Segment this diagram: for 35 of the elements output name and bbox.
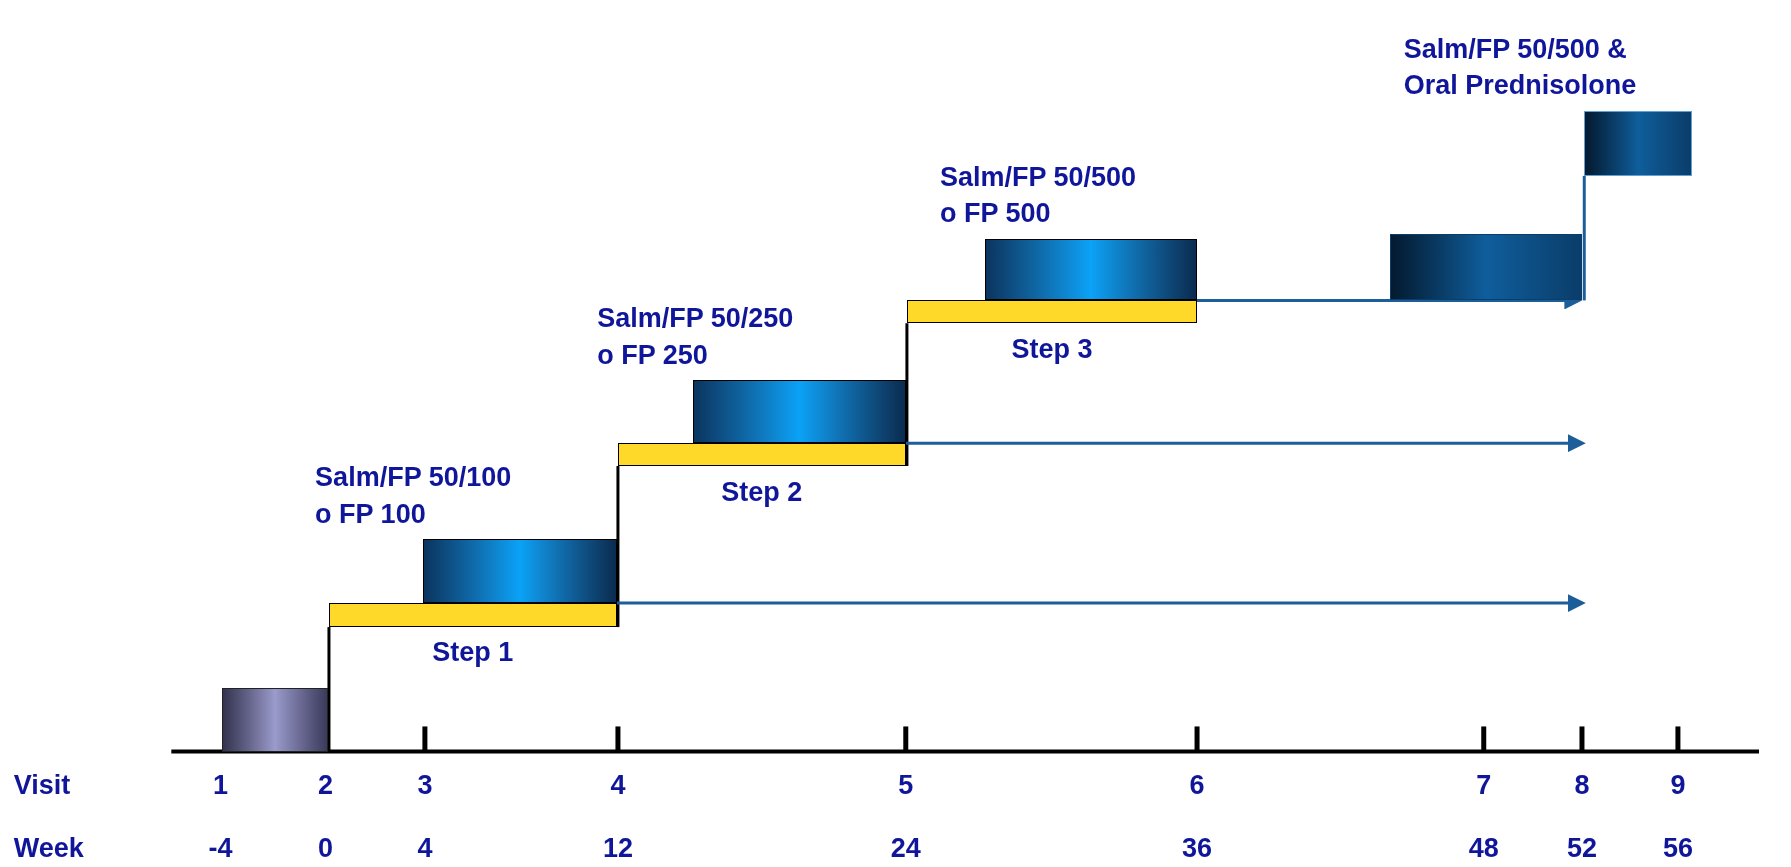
week-number: 0 <box>318 834 334 862</box>
week-number: 52 <box>1566 834 1597 862</box>
row-label: Visit <box>13 771 71 799</box>
visit-number: 6 <box>1189 771 1205 799</box>
treatment-label: Salm/FP 50/500 o FP 500 <box>939 160 1138 231</box>
row-label: Week <box>13 834 84 862</box>
run-in-block <box>221 687 328 752</box>
arrow <box>616 594 1586 613</box>
connector-line <box>616 466 620 628</box>
connector-line <box>327 627 331 752</box>
week-number: 56 <box>1662 834 1693 862</box>
treatment-label: Salm/FP 50/500 & Oral Prednisolone <box>1403 32 1638 103</box>
week-number: -4 <box>208 834 233 862</box>
visit-number: 9 <box>1670 771 1686 799</box>
treatment-label: Salm/FP 50/250 o FP 250 <box>597 302 795 372</box>
week-number: 4 <box>417 834 433 862</box>
week-number: 36 <box>1182 834 1213 862</box>
arrow <box>905 434 1586 453</box>
step-label: Step 3 <box>1010 333 1094 367</box>
connector-line <box>1582 175 1586 301</box>
step-label: Step 1 <box>431 636 515 670</box>
visit-number: 3 <box>417 771 433 799</box>
treatment-block <box>1390 234 1582 301</box>
visit-number: 7 <box>1476 771 1492 799</box>
visit-number: 2 <box>318 771 334 799</box>
week-number: 24 <box>890 834 921 862</box>
step-label: Step 2 <box>720 476 804 510</box>
week-number: 48 <box>1468 834 1499 862</box>
connector-line <box>905 323 909 467</box>
visit-number: 4 <box>610 771 626 799</box>
week-number: 12 <box>602 834 633 862</box>
visit-number: 1 <box>212 771 228 799</box>
visit-number: 5 <box>898 771 914 799</box>
treatment-label: Salm/FP 50/100 o FP 100 <box>315 461 513 531</box>
visit-number: 8 <box>1574 771 1590 799</box>
